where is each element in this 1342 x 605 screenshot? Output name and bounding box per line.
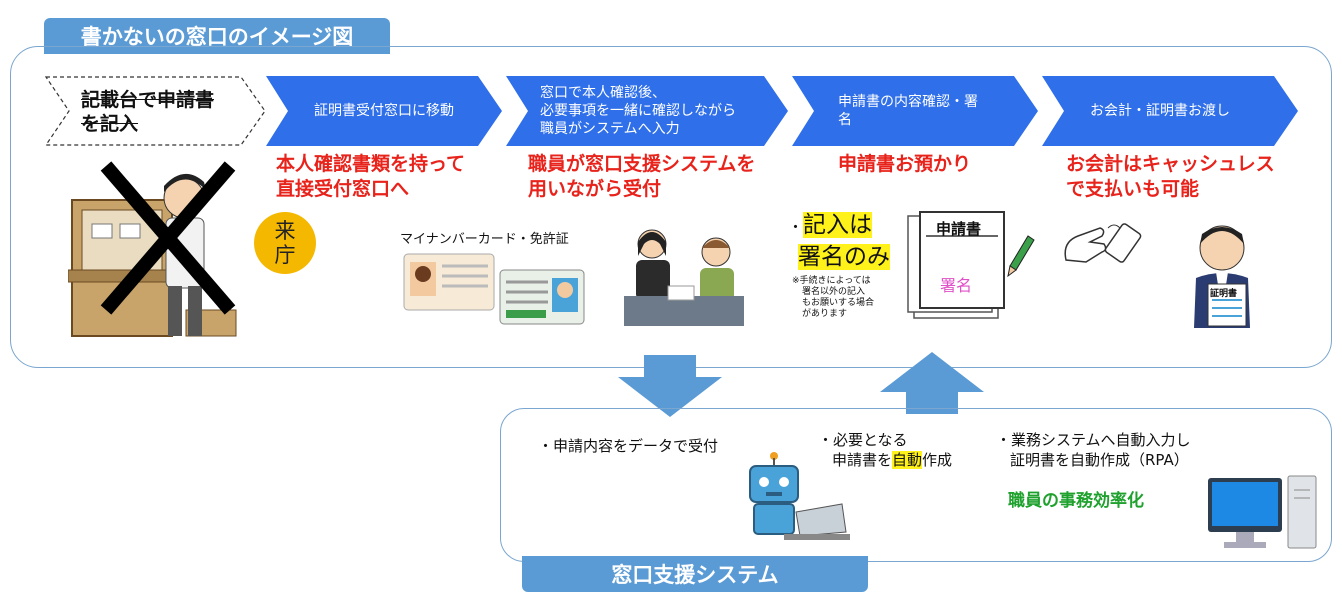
system-item-auto-form: ・必要となる 申請書を自動作成 (818, 430, 952, 470)
step4-label: お会計・証明書お渡し (1090, 103, 1230, 119)
efficiency-label: 職員の事務効率化 (1008, 491, 1144, 511)
step-payment: お会計・証明書お渡し (1042, 76, 1298, 146)
footnote-line4: があります (802, 309, 848, 319)
clerk-with-certificate-illustration: 証明書 (1172, 218, 1262, 330)
cashless-payment-illustration (1060, 218, 1150, 268)
dashed-chevron-shape (44, 76, 266, 146)
step0-line1: 記載台で申請書 (81, 89, 215, 111)
step-move-to-counter: 証明書受付窓口に移動 (266, 76, 502, 146)
computer-illustration (1206, 472, 1320, 552)
caption2-line2: 用いながら受付 (528, 178, 662, 200)
id-cards-illustration (402, 250, 598, 330)
caption4-line1: お会計はキャッシュレス (1066, 153, 1275, 175)
step-confirm-sign: 申請書の内容確認・署 名 (792, 76, 1038, 146)
step3-line2: 名 (838, 112, 852, 128)
footnote-line1: ※手続きによっては (792, 276, 871, 286)
title-tab: 書かないの窓口のイメージ図 (44, 18, 390, 54)
step2-line3: 職員がシステムへ入力 (540, 121, 680, 137)
step-input-system: 窓口で本人確認後、 必要事項を一緒に確認しながら 職員がシステムへ入力 (506, 76, 788, 146)
application-form-illustration: 申請書 署名 (906, 210, 1036, 322)
support-system-frame (500, 408, 1332, 562)
robot-laptop-illustration (744, 452, 854, 542)
sign-note-line2: 署名のみ (798, 244, 890, 270)
system-item3-line1: ・業務システムへ自動入力し (996, 431, 1191, 449)
visit-badge-line1: 来 (274, 219, 296, 243)
down-arrow (618, 355, 722, 417)
system-title-tab: 窓口支援システム (522, 556, 868, 592)
system-item-data-intake: ・申請内容をデータで受付 (538, 437, 719, 455)
caption4-line2: で支払いも可能 (1066, 178, 1200, 200)
step0-line2: を記入 (81, 113, 139, 135)
page-title: 書かないの窓口のイメージ図 (80, 25, 354, 49)
certificate-label: 証明書 (1210, 289, 1238, 299)
system-item-rpa: ・業務システムへ自動入力し 証明書を自動作成（RPA） (996, 430, 1191, 470)
caption1-line1: 本人確認書類を持って (276, 153, 466, 175)
system-item3-line2: 証明書を自動作成（RPA） (1010, 451, 1189, 469)
counter-service-illustration (624, 222, 744, 328)
step2-line1: 窓口で本人確認後、 (540, 85, 666, 101)
step1-label: 証明書受付窓口に移動 (314, 103, 454, 119)
caption-receive-form: 申請書お預かり (838, 152, 971, 177)
system-item2-line1: ・必要となる (818, 431, 908, 449)
caption-cashless: お会計はキャッシュレス で支払いも可能 (1066, 152, 1275, 202)
system-title: 窓口支援システム (611, 563, 779, 587)
step3-line1: 申請書の内容確認・署 (838, 94, 978, 110)
sign-footnote: ※手続きによっては 署名以外の記入 もお願いする場合 があります (792, 276, 874, 320)
step2-line2: 必要事項を一緒に確認しながら (540, 103, 736, 119)
sign-note-bullet: ・ (788, 218, 804, 236)
system-item2-line2c: 作成 (922, 451, 953, 469)
system-item2-line2a: 申請書を (832, 451, 893, 469)
doc-signature: 署名 (940, 276, 973, 295)
sign-note-line1: 記入は (803, 212, 873, 238)
step-fill-form: 記載台で申請書 を記入 (44, 76, 267, 146)
caption-staff-system: 職員が窓口支援システムを 用いながら受付 (528, 152, 755, 202)
visit-badge: 来 庁 (254, 212, 316, 274)
footnote-line2: 署名以外の記入 (802, 287, 866, 297)
writing-desk-illustration (67, 160, 238, 338)
visit-badge-line2: 庁 (274, 243, 296, 267)
id-cards-label: マイナンバーカード・免許証 (400, 232, 569, 247)
caption-bring-id: 本人確認書類を持って 直接受付窓口へ (276, 152, 465, 202)
system-item2-highlight: 自動 (892, 451, 923, 469)
up-arrow (880, 352, 984, 414)
caption2-line1: 職員が窓口支援システムを (528, 153, 756, 175)
caption3: 申請書お預かり (838, 153, 972, 175)
caption1-line2: 直接受付窓口へ (276, 178, 410, 200)
sign-only-note: ・記入は 署名のみ (788, 210, 890, 272)
doc-header: 申請書 (936, 220, 982, 238)
footnote-line3: もお願いする場合 (802, 298, 875, 308)
